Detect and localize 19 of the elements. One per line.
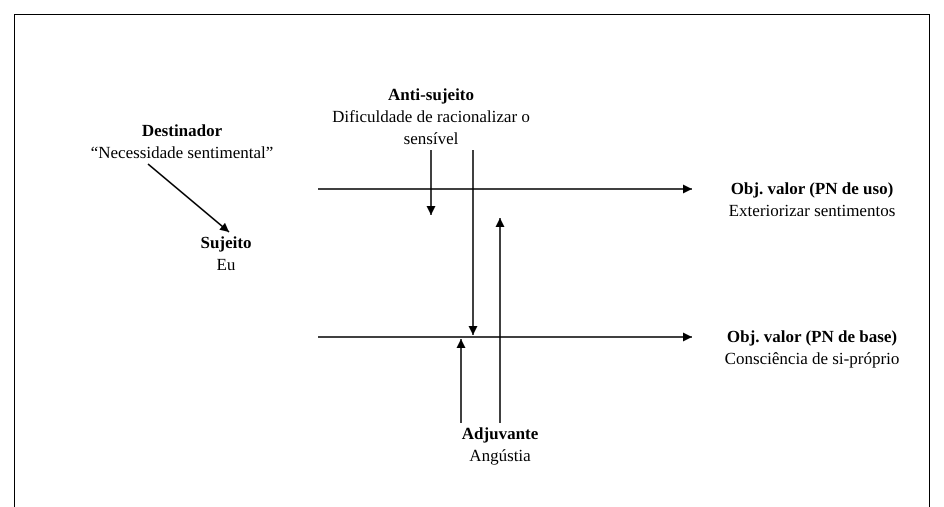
arrow xyxy=(318,332,692,342)
role-description: Exteriorizar sentimentos xyxy=(728,200,896,222)
arrow xyxy=(148,163,230,233)
role-description: Consciência de si-próprio xyxy=(724,348,900,370)
role-heading: Destinador xyxy=(140,120,224,142)
role-description: Angústia xyxy=(468,445,532,467)
role-heading: Sujeito xyxy=(200,232,252,254)
arrow xyxy=(318,184,692,194)
role-description: “Necessidade sentimental” xyxy=(90,142,274,164)
role-description: Dificuldade de racionalizar o sensível xyxy=(331,106,531,150)
role-heading: Anti-sujeito xyxy=(387,84,475,106)
arrow xyxy=(468,150,478,335)
arrow xyxy=(426,150,436,215)
role-heading: Obj. valor (PN de uso) xyxy=(730,178,894,200)
arrow xyxy=(456,339,466,423)
role-description: Eu xyxy=(216,254,236,276)
arrow xyxy=(496,218,504,423)
role-heading: Obj. valor (PN de base) xyxy=(726,326,898,348)
role-heading: Adjuvante xyxy=(460,423,540,445)
